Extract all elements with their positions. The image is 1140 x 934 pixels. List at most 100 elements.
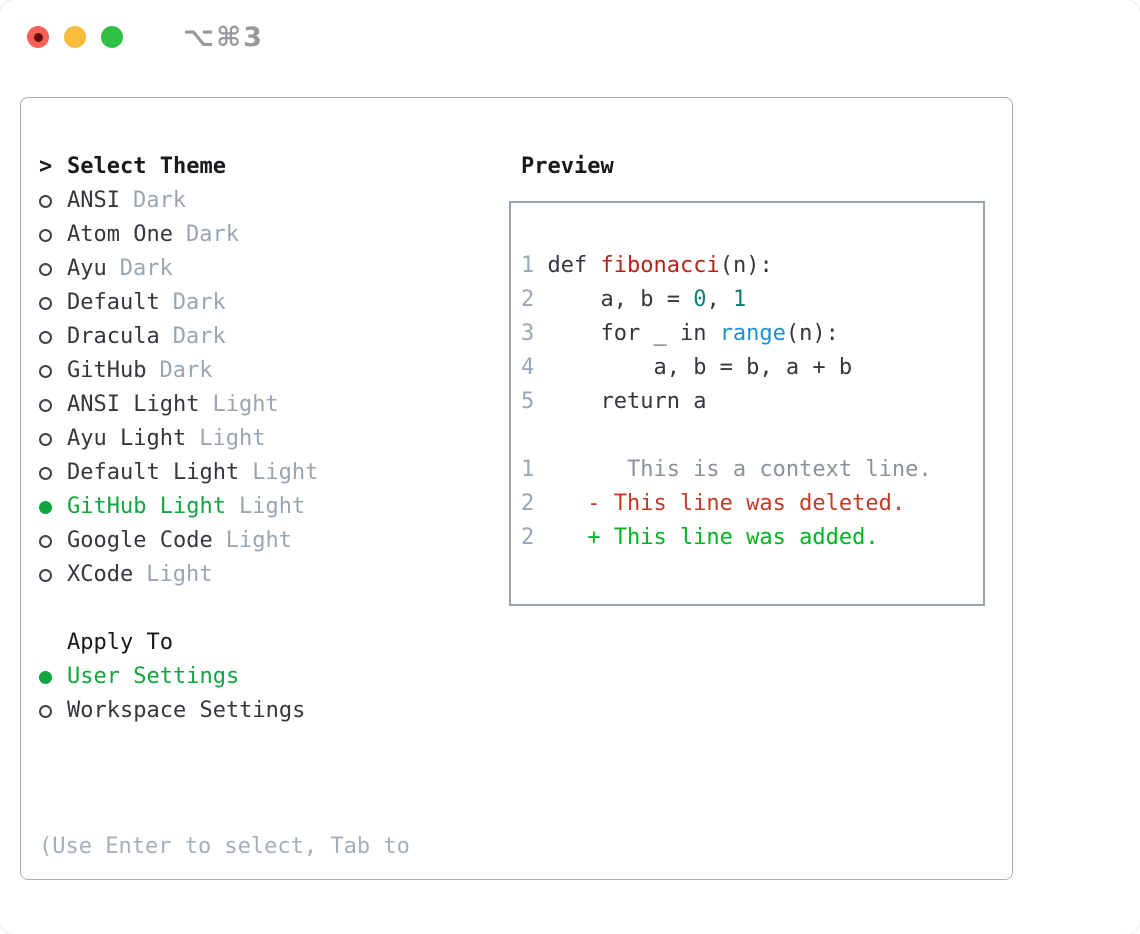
- select-theme-header: > Select Theme: [21, 150, 501, 184]
- code-line: 1 def fibonacci(n):: [521, 249, 983, 283]
- theme-variant-tag: Light: [252, 460, 319, 485]
- line-number: 1: [521, 457, 535, 482]
- theme-variant-tag: Light: [225, 528, 292, 553]
- theme-name: GitHub Light: [67, 494, 226, 519]
- apply-name: User Settings: [67, 664, 240, 689]
- apply-option-workspace-settings[interactable]: Workspace Settings: [21, 694, 501, 728]
- line-number: 5: [521, 389, 535, 414]
- apply-to-header: Apply To: [21, 626, 501, 660]
- line-number: 2: [521, 491, 535, 516]
- code-segment: (n):: [719, 253, 773, 278]
- theme-name: ANSI Light: [67, 392, 200, 417]
- code-segment: a, b = b, a + b: [534, 355, 853, 380]
- line-number: 1: [521, 253, 535, 278]
- theme-option-ayu[interactable]: Ayu Dark: [21, 252, 501, 286]
- code-line: 3 for _ in range(n):: [521, 317, 983, 351]
- radio-icon: [39, 534, 52, 548]
- code-segment: range: [719, 321, 786, 346]
- line-number: 4: [521, 355, 535, 380]
- theme-option-google-code[interactable]: Google Code Light: [21, 524, 501, 558]
- theme-variant-tag: Dark: [172, 290, 226, 315]
- added-line: 2 + This line was added.: [521, 521, 983, 555]
- apply-option-user-settings[interactable]: User Settings: [21, 660, 501, 694]
- focus-prompt-icon: >: [39, 154, 53, 179]
- code-segment: for _ in: [534, 321, 720, 346]
- code-segment: a, b =: [534, 287, 694, 312]
- line-number: 2: [521, 525, 535, 550]
- code-line: 4 a, b = b, a + b: [521, 351, 983, 385]
- radio-icon: [39, 704, 52, 718]
- theme-variant-tag: Dark: [185, 222, 239, 247]
- minimize-button[interactable]: [64, 26, 86, 48]
- radio-icon: [39, 330, 52, 344]
- code-line: 5 return a: [521, 385, 983, 419]
- spacer: [21, 728, 501, 762]
- theme-option-ayu-light[interactable]: Ayu Light Light: [21, 422, 501, 456]
- theme-name: Ayu: [67, 256, 107, 281]
- spacer: [21, 592, 501, 626]
- select-theme-label: Select Theme: [67, 154, 226, 179]
- code-segment: + This line was added.: [534, 525, 879, 550]
- radio-icon: [39, 228, 52, 242]
- code-segment: - This line was deleted.: [534, 491, 906, 516]
- line-number: 3: [521, 321, 535, 346]
- theme-variant-tag: Light: [212, 392, 279, 417]
- radio-icon: [39, 262, 52, 276]
- theme-option-xcode[interactable]: XCode Light: [21, 558, 501, 592]
- code-segment: ,: [706, 287, 733, 312]
- theme-variant-tag: Dark: [172, 324, 226, 349]
- deleted-line: 2 - This line was deleted.: [521, 487, 983, 521]
- radio-icon: [39, 194, 52, 208]
- theme-name: ANSI: [67, 188, 120, 213]
- preview-box: 1 def fibonacci(n): 2 a, b = 0, 1 3 for _ …: [509, 201, 985, 606]
- code-segment: 1: [732, 287, 747, 312]
- theme-option-default[interactable]: Default Dark: [21, 286, 501, 320]
- theme-option-github[interactable]: GitHub Dark: [21, 354, 501, 388]
- theme-name: XCode: [67, 562, 134, 587]
- theme-name: Default: [67, 290, 160, 315]
- hint-line-1: (Use Enter to select, Tab to: [39, 834, 410, 859]
- radio-icon: [39, 398, 52, 412]
- apply-to-label: Apply To: [67, 630, 173, 655]
- code-segment: This is a context line.: [534, 457, 932, 482]
- theme-name: Default Light: [67, 460, 240, 485]
- theme-name: Dracula: [67, 324, 160, 349]
- preview-header: Preview: [501, 150, 1012, 184]
- radio-icon: [39, 568, 52, 582]
- apply-name: Workspace Settings: [67, 698, 306, 723]
- theme-variant-tag: Dark: [119, 256, 173, 281]
- theme-variant-tag: Light: [238, 494, 306, 519]
- hint-text: (Use Enter to select, Tab to change focu…: [21, 762, 501, 934]
- theme-name: Atom One: [67, 222, 173, 247]
- blank-line: [521, 419, 983, 453]
- theme-option-default-light[interactable]: Default Light Light: [21, 456, 501, 490]
- code-segment: fibonacci: [600, 253, 720, 278]
- theme-option-ansi[interactable]: ANSI Dark: [21, 184, 501, 218]
- close-dot-icon: [33, 32, 43, 42]
- close-button[interactable]: [27, 26, 49, 48]
- theme-name: GitHub: [67, 358, 147, 383]
- code-segment: return a: [534, 389, 707, 414]
- theme-name: Ayu Light: [67, 426, 187, 451]
- code-segment: 0: [693, 287, 707, 312]
- theme-variant-tag: Light: [146, 562, 213, 587]
- theme-option-ansi-light[interactable]: ANSI Light Light: [21, 388, 501, 422]
- theme-option-atom-one[interactable]: Atom One Dark: [21, 218, 501, 252]
- zoom-button[interactable]: [101, 26, 123, 48]
- theme-option-dracula[interactable]: Dracula Dark: [21, 320, 501, 354]
- radio-icon: [39, 466, 52, 480]
- radio-selected-icon: [39, 670, 52, 684]
- code-segment: def: [534, 253, 601, 278]
- theme-option-github-light[interactable]: GitHub Light Light: [21, 490, 501, 524]
- title-bar: ⌥⌘3: [0, 0, 1140, 74]
- theme-variant-tag: Dark: [159, 358, 213, 383]
- theme-name: Google Code: [67, 528, 213, 553]
- preview-column: Preview 1 def fibonacci(n): 2 a, b = 0, 1…: [501, 150, 1012, 879]
- radio-icon: [39, 432, 52, 446]
- theme-variant-tag: Dark: [132, 188, 186, 213]
- theme-variant-tag: Light: [199, 426, 266, 451]
- radio-icon: [39, 364, 52, 378]
